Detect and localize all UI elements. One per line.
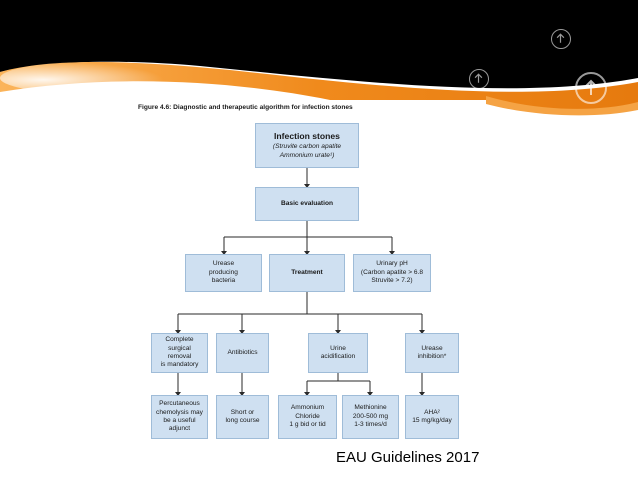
- node-surgical-removal: Complete surgical removal is mandatory: [151, 333, 208, 373]
- node-aha: AHA² 15 mg/kg/day: [405, 395, 459, 439]
- node-chemolysis: Percutaneous chemolysis may be a useful …: [151, 395, 208, 439]
- node-ammonium-chloride: Ammonium Chloride 1 g bid or tid: [278, 395, 337, 439]
- arrow-up-circle-icon: [469, 69, 489, 89]
- node-basic-evaluation: Basic evaluation: [255, 187, 359, 221]
- arrow-up-circle-icon: [575, 72, 607, 104]
- arrow-up-circle-icon: [551, 29, 571, 49]
- node-urine-acidification: Urine acidification: [308, 333, 368, 373]
- node-methionine: Methionine 200-500 mg 1-3 times/d: [342, 395, 399, 439]
- node-antibiotics: Antibiotics: [216, 333, 269, 373]
- node-short-long-course: Short or long course: [216, 395, 269, 439]
- node-urease-bacteria: Urease producing bacteria: [185, 254, 262, 292]
- figure-title: Figure 4.6: Diagnostic and therapeutic a…: [138, 104, 353, 111]
- node-infection-stones: Infection stones (Struvite carbon apatit…: [255, 123, 359, 168]
- node-urease-inhibition: Urease inhibition*: [405, 333, 459, 373]
- node-treatment: Treatment: [269, 254, 345, 292]
- node-urinary-ph: Urinary pH (Carbon apatite > 6.8 Struvit…: [353, 254, 431, 292]
- footer-source: EAU Guidelines 2017: [336, 449, 480, 466]
